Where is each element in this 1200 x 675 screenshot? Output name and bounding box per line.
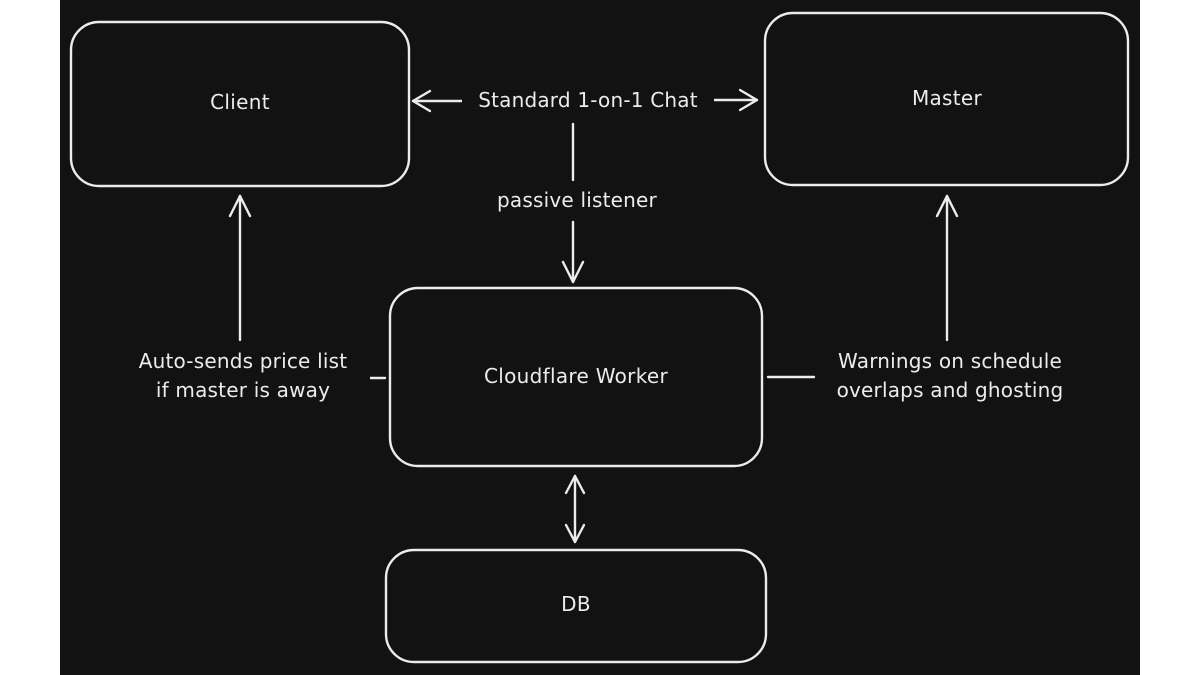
worker-label: Cloudflare Worker (484, 364, 668, 388)
client-box (69, 20, 411, 188)
db-box (384, 548, 768, 664)
warnings-label: Warnings on schedule overlaps and ghosti… (816, 347, 1084, 405)
warnings-label-line1: Warnings on schedule (838, 349, 1062, 373)
autosend-label-line2: if master is away (155, 378, 331, 402)
passive-listener-arrow (561, 122, 585, 284)
passive-listener-label: passive listener (478, 186, 676, 215)
warnings-label-line2: overlaps and ghosting (836, 378, 1064, 402)
chat-arrow (411, 88, 759, 113)
autosend-label-line1: Auto-sends price list (138, 349, 348, 373)
worker-db-arrow (564, 474, 586, 544)
db-label: DB (561, 592, 591, 616)
master-label: Master (911, 86, 983, 110)
worker-box (388, 286, 764, 468)
client-label: Client (210, 90, 270, 114)
warnings-arrow (766, 194, 959, 379)
autosend-arrow (228, 194, 387, 380)
master-box (763, 11, 1130, 187)
chat-edge-label: Standard 1-on-1 Chat (462, 86, 714, 115)
autosend-label: Auto-sends price list if master is away (116, 347, 370, 405)
